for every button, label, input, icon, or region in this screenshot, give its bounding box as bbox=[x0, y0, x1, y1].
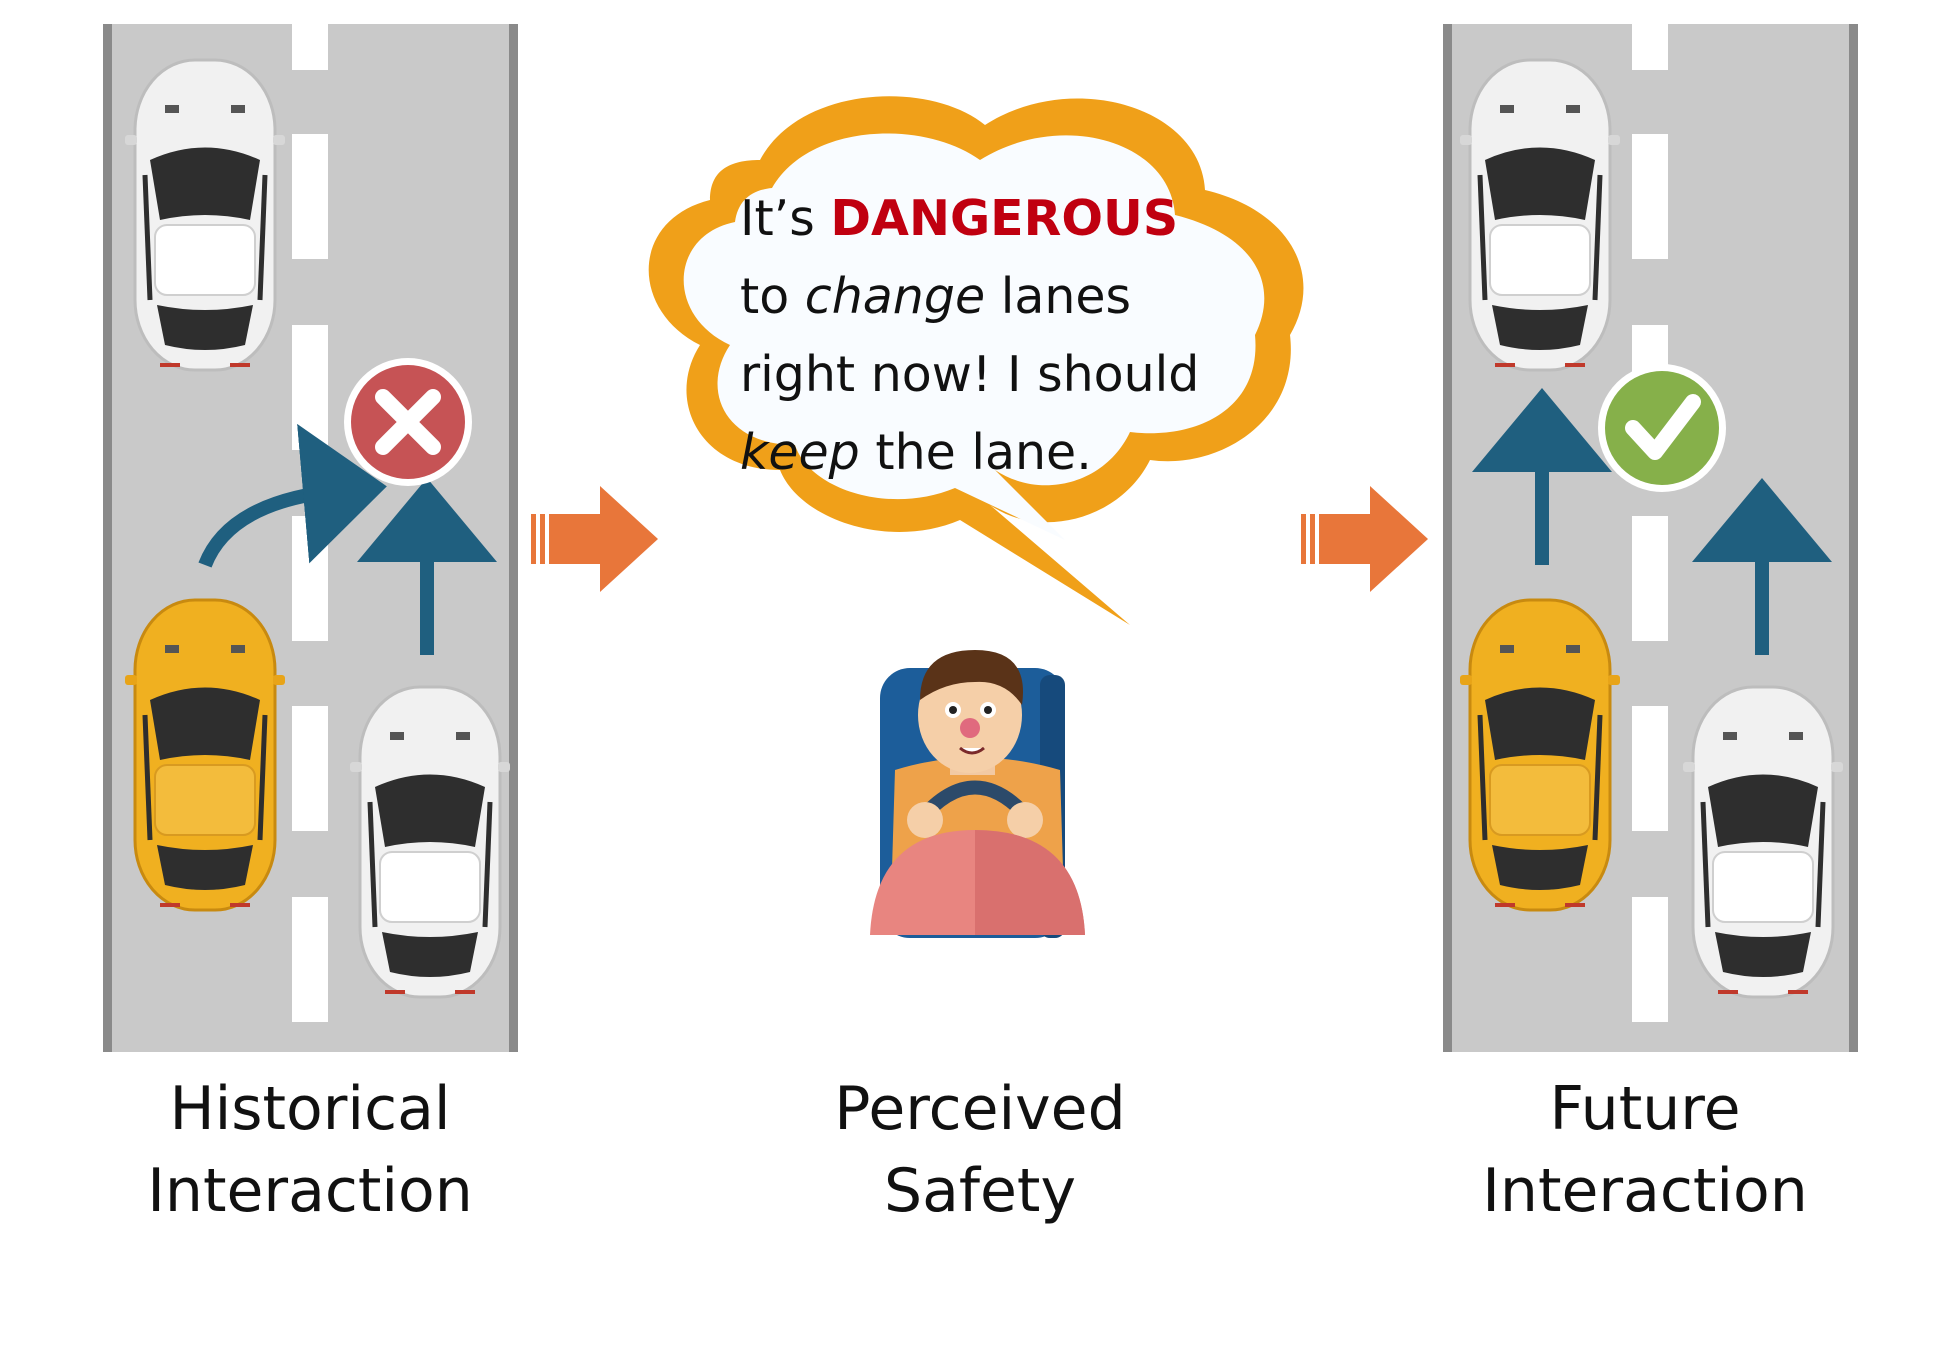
car-white-right-lane-right bbox=[1683, 687, 1843, 997]
flow-arrow-left bbox=[531, 486, 658, 592]
check-badge-icon bbox=[1598, 364, 1726, 492]
thought-text: It’s DANGEROUS to change lanes right now… bbox=[740, 180, 1280, 492]
driver-icon bbox=[870, 650, 1085, 938]
car-yellow-ego-left bbox=[125, 600, 285, 910]
thought-line-4: keep the lane. bbox=[740, 424, 1092, 481]
car-white-front-left bbox=[125, 60, 285, 370]
keep-word: keep bbox=[740, 424, 860, 481]
change-word: change bbox=[804, 268, 986, 325]
car-white-right-lane-left bbox=[350, 687, 510, 997]
thought-line-2: to change lanes bbox=[740, 268, 1132, 325]
lane-change-arrow bbox=[198, 423, 387, 568]
thought-line-3: right now! I should bbox=[740, 346, 1200, 403]
label-future-interaction: Future Interaction bbox=[1482, 1074, 1808, 1226]
thought-line-1: It’s DANGEROUS bbox=[740, 190, 1179, 247]
cross-badge-icon bbox=[344, 358, 472, 486]
lane-divider bbox=[1632, 24, 1668, 1022]
label-perceived-safety: Perceived Safety bbox=[834, 1074, 1126, 1226]
car-yellow-ego-right bbox=[1460, 600, 1620, 910]
label-historical-interaction: Historical Interaction bbox=[147, 1074, 473, 1226]
flow-arrow-right bbox=[1301, 486, 1428, 592]
car-white-front-right bbox=[1460, 60, 1620, 370]
danger-word: DANGEROUS bbox=[830, 190, 1179, 247]
thought-bubble bbox=[648, 96, 1304, 626]
